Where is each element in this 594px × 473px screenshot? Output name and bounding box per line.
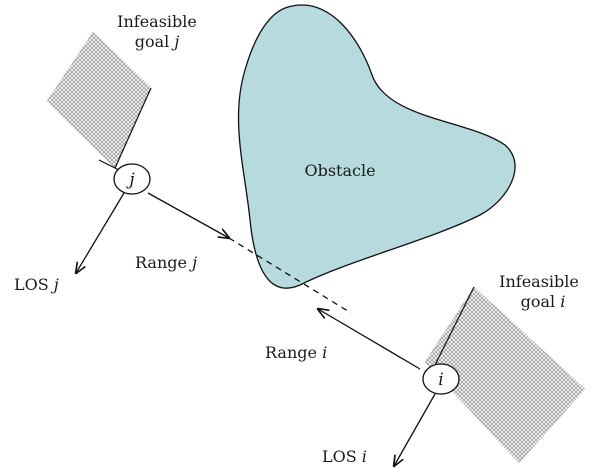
infeasible-goal-j-line2: goal j xyxy=(135,32,180,51)
obstacle-shape xyxy=(237,4,516,289)
node-i: i xyxy=(422,363,460,395)
los-j-label: LOS j xyxy=(14,275,59,294)
obstacle-label: Obstacle xyxy=(304,161,375,180)
node-j: j xyxy=(113,163,151,195)
range-dashed-line xyxy=(228,237,352,314)
node-i-label: i xyxy=(438,370,443,390)
infeasible-goal-j-region xyxy=(46,31,152,173)
range-i-label: Range i xyxy=(265,343,327,362)
los-i-arrow xyxy=(394,393,436,466)
range-j-label: Range j xyxy=(135,253,197,272)
infeasible-goal-i-line1: Infeasible xyxy=(499,272,579,291)
los-i-label: LOS i xyxy=(322,447,367,466)
infeasible-goal-j-line1: Infeasible xyxy=(117,12,197,31)
range-j-arrow xyxy=(147,192,229,238)
los-j-arrow xyxy=(76,192,125,273)
infeasible-goal-i-region xyxy=(424,286,586,464)
infeasible-goal-i-line2: goal i xyxy=(521,292,566,311)
range-i-arrow xyxy=(318,309,421,370)
node-j-label: j xyxy=(125,170,135,190)
